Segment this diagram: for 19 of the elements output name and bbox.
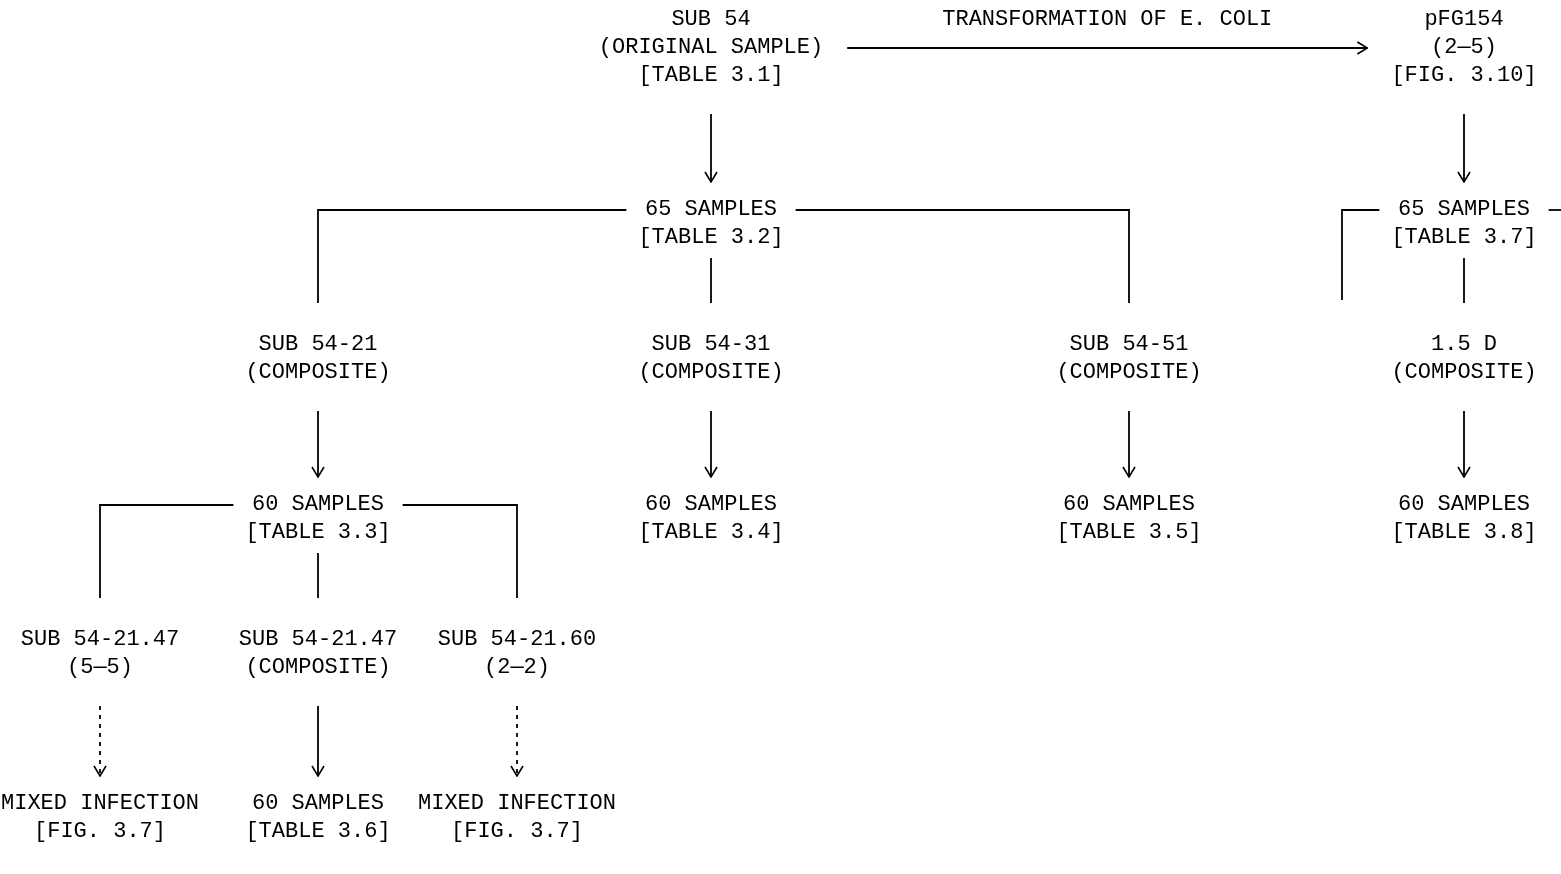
arrow bbox=[704, 410, 718, 478]
bracket-line bbox=[1341, 209, 1381, 301]
branch-line bbox=[317, 552, 319, 599]
branch-line bbox=[99, 504, 235, 599]
arrow bbox=[1457, 410, 1471, 478]
arrow bbox=[311, 705, 325, 777]
branch-line bbox=[401, 504, 518, 599]
arrow bbox=[1122, 410, 1136, 478]
arrow bbox=[93, 705, 107, 777]
branch-line bbox=[1463, 257, 1465, 304]
arrow bbox=[1457, 113, 1471, 183]
branch-line bbox=[710, 257, 712, 304]
arrow bbox=[510, 705, 524, 777]
bracket-line bbox=[1547, 209, 1561, 211]
branch-line bbox=[317, 209, 628, 304]
arrow bbox=[846, 41, 1369, 55]
arrow bbox=[311, 410, 325, 478]
arrow bbox=[704, 113, 718, 183]
branch-line bbox=[794, 209, 1130, 304]
